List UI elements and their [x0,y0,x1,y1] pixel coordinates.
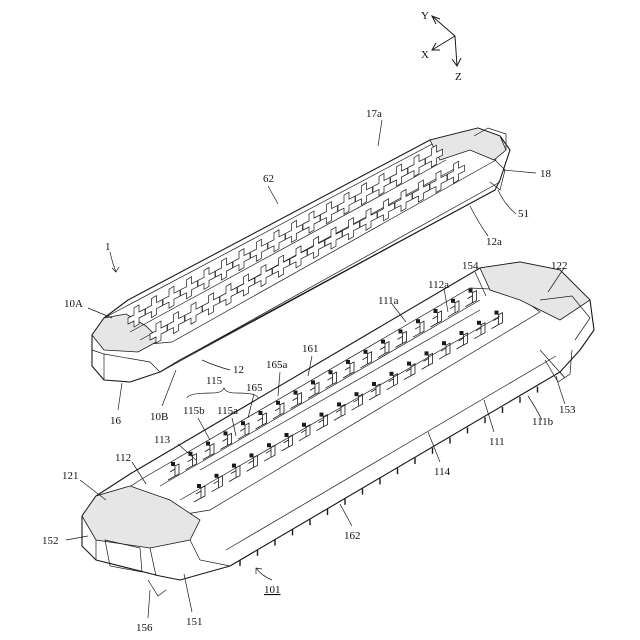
axis-x-label: X [421,49,429,61]
lower-contact-tip [171,462,175,466]
lower-contact-tip [197,484,201,488]
lower-contact-tip [285,433,289,437]
label-111b: 111b [532,416,554,428]
label-16: 16 [110,415,122,427]
lower-contact-tip [425,351,429,355]
label-165a: 165a [266,359,288,371]
label-156: 156 [136,622,153,634]
lower-contact-tip [372,382,376,386]
lower-contact-tip [311,380,315,384]
label-113: 113 [154,434,171,446]
label-121: 121 [62,470,79,482]
lower-contact-tip [267,443,271,447]
lower-contact-tip [477,321,481,325]
lower-contact-tip [364,350,368,354]
lower-contact-tip [495,311,499,315]
lower-contact-tip [346,360,350,364]
lower-contact-tip [276,401,280,405]
label-122: 122 [551,260,568,272]
label-115: 115 [206,375,223,387]
lower-contact-tip [302,423,306,427]
label-111: 111 [489,436,505,448]
label-161: 161 [302,343,319,355]
label-18: 18 [540,168,552,180]
label-114: 114 [434,466,451,478]
lower-contact-tip [329,370,333,374]
lower-contact-tip [434,309,438,313]
lower-contact-tip [469,289,473,293]
label-12a: 12a [486,236,502,248]
label-12: 12 [233,364,244,376]
lower-contact-tip [320,413,324,417]
label-51: 51 [518,208,529,220]
label-112a: 112a [428,279,449,291]
label-10B: 10B [150,411,168,423]
label-10A: 10A [64,298,83,310]
label-152: 152 [42,535,59,547]
lower-contact-tip [224,431,228,435]
label-112: 112 [115,452,131,464]
lower-contact-tip [241,421,245,425]
lower-contact-tip [442,341,446,345]
label-101: 101 [264,584,281,596]
lower-contact-tip [399,329,403,333]
label-153: 153 [559,404,576,416]
lower-contact-tip [232,464,236,468]
lower-contact-tip [294,391,298,395]
label-162: 162 [344,530,361,542]
lower-contact-tip [206,442,210,446]
lower-contact-tip [215,474,219,478]
label-165: 165 [246,382,263,394]
label-17a: 17a [366,108,382,120]
label-115b: 115b [183,405,205,417]
lower-contact-tip [390,372,394,376]
lower-contact-tip [460,331,464,335]
lower-contact-tip [381,340,385,344]
lower-contact-tip [337,402,341,406]
label-62: 62 [263,173,274,185]
label-151: 151 [186,616,203,628]
axis-y-label: Y [421,10,429,22]
lower-contact-tip [259,411,263,415]
lower-contact-tip [416,319,420,323]
label-1: 1 [105,241,111,253]
axis-indicator: Y X Z [421,10,462,83]
lower-contact-tip [355,392,359,396]
label-154: 154 [462,260,479,272]
label-115a: 115a [217,405,238,417]
lower-contact-tip [250,453,254,457]
lower-contact-tip [407,362,411,366]
lower-contact-tip [451,299,455,303]
label-111a: 111a [378,295,399,307]
axis-z-label: Z [455,71,462,83]
